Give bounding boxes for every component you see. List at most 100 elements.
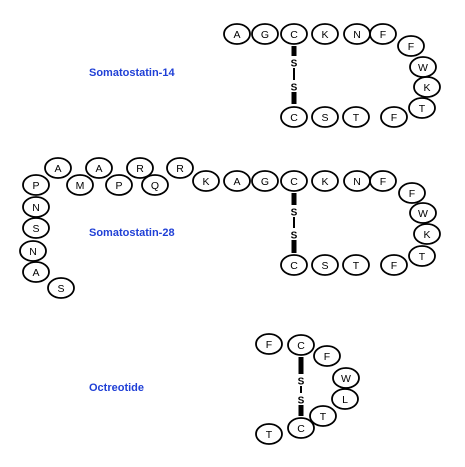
residue-circle <box>22 174 50 196</box>
residue-circle <box>166 157 194 179</box>
residue-letter: S <box>321 260 328 272</box>
residue-circle <box>287 417 315 439</box>
residue-A: A <box>85 157 113 179</box>
residue-F: F <box>380 254 408 276</box>
residue-T: T <box>408 97 436 119</box>
residue-letter: R <box>136 163 144 175</box>
residue-letter: A <box>233 176 240 188</box>
residue-F: F <box>369 23 397 45</box>
residue-letter: G <box>261 176 269 188</box>
residue-letter: F <box>409 188 415 200</box>
octreotide-disulfide-bond: SS <box>298 357 305 416</box>
residue-T: T <box>408 245 436 267</box>
residue-circle <box>22 261 50 283</box>
residue-N: N <box>343 170 371 192</box>
residue-letter: P <box>32 180 39 192</box>
residue-circle <box>409 202 437 224</box>
residue-letter: T <box>320 411 327 423</box>
residue-circle <box>311 254 339 276</box>
somatostatin-28-label: Somatostatin-28 <box>89 227 175 239</box>
residue-circle <box>255 423 283 445</box>
residue-C: C <box>287 417 315 439</box>
residue-S: S <box>311 254 339 276</box>
residue-T: T <box>309 405 337 427</box>
residue-K: K <box>413 76 441 98</box>
residue-K: K <box>311 23 339 45</box>
sulfur-label: S <box>291 83 298 94</box>
residue-letter: F <box>324 351 330 363</box>
residue-circle <box>342 106 370 128</box>
residue-circle <box>255 333 283 355</box>
residue-letter: C <box>290 112 298 124</box>
residue-circle <box>413 223 441 245</box>
residue-R: R <box>166 157 194 179</box>
residue-letter: R <box>176 163 184 175</box>
residue-circle <box>311 170 339 192</box>
residue-circle <box>66 174 94 196</box>
residue-circle <box>280 106 308 128</box>
residue-S: S <box>47 277 75 299</box>
residue-circle <box>47 277 75 299</box>
residue-circle <box>141 174 169 196</box>
residue-N: N <box>22 196 50 218</box>
residue-letter: K <box>202 176 209 188</box>
residue-letter: A <box>233 29 240 41</box>
residue-letter: K <box>423 82 430 94</box>
residue-P: P <box>105 174 133 196</box>
residue-G: G <box>251 170 279 192</box>
somatostatin-14-disulfide-bond: SS <box>291 46 298 104</box>
residue-letter: C <box>290 260 298 272</box>
residue-letter: M <box>76 180 85 192</box>
residue-circle <box>287 334 315 356</box>
residue-S: S <box>311 106 339 128</box>
sulfur-label: S <box>298 377 305 388</box>
residue-letter: A <box>54 163 61 175</box>
residue-S: S <box>22 217 50 239</box>
residue-L: L <box>331 388 359 410</box>
residue-C: C <box>280 254 308 276</box>
residue-circle <box>19 240 47 262</box>
residue-N: N <box>343 23 371 45</box>
residue-letter: N <box>32 202 40 214</box>
sulfur-label: S <box>291 59 298 70</box>
residue-letter: W <box>418 208 428 220</box>
residue-circle <box>313 345 341 367</box>
residue-circle <box>397 35 425 57</box>
residue-F: F <box>255 333 283 355</box>
residue-C: C <box>287 334 315 356</box>
residue-circle <box>251 170 279 192</box>
residue-circle <box>380 106 408 128</box>
residue-W: W <box>332 367 360 389</box>
residue-letter: K <box>321 29 328 41</box>
residue-letter: K <box>423 229 430 241</box>
residue-letter: A <box>95 163 102 175</box>
residue-C: C <box>280 23 308 45</box>
residue-letter: T <box>353 112 360 124</box>
residue-circle <box>309 405 337 427</box>
residue-circle <box>22 196 50 218</box>
residue-circle <box>369 170 397 192</box>
residue-letter: P <box>115 180 122 192</box>
residue-G: G <box>251 23 279 45</box>
residue-circle <box>126 157 154 179</box>
residue-F: F <box>397 35 425 57</box>
residue-circle <box>413 76 441 98</box>
residue-letter: F <box>380 29 386 41</box>
residue-F: F <box>369 170 397 192</box>
residue-W: W <box>409 202 437 224</box>
residue-letter: G <box>261 29 269 41</box>
residue-circle <box>380 254 408 276</box>
residue-K: K <box>311 170 339 192</box>
residue-T: T <box>255 423 283 445</box>
residue-circle <box>369 23 397 45</box>
residue-F: F <box>313 345 341 367</box>
residue-circle <box>311 23 339 45</box>
residue-circle <box>331 388 359 410</box>
residue-C: C <box>280 170 308 192</box>
residue-circle <box>280 23 308 45</box>
residue-circle <box>408 97 436 119</box>
residue-letter: W <box>418 62 428 74</box>
residue-letter: C <box>297 423 305 435</box>
residue-circle <box>223 170 251 192</box>
residue-A: A <box>223 23 251 45</box>
